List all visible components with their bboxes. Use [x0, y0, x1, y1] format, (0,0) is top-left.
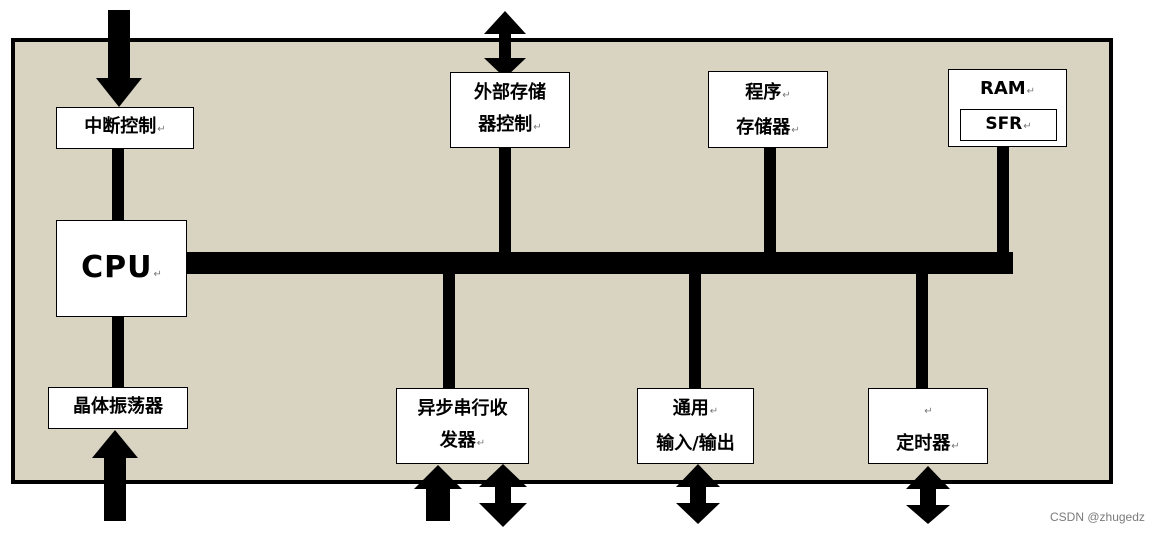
program-memory-block: 程序↵ 存储器↵	[708, 71, 828, 148]
interrupt-cpu-connector	[112, 148, 124, 220]
ext-mem-bidirectional-arrow	[484, 11, 526, 78]
uart-bidirectional-arrow	[479, 464, 527, 527]
paragraph-mark: ↵	[153, 269, 162, 280]
gpio-line-1: 通用	[672, 398, 709, 419]
paragraph-mark: ↵	[157, 124, 166, 135]
gpio-bidirectional-arrow	[676, 464, 720, 524]
oscillator-block: 晶体振荡器	[48, 387, 188, 429]
uart-bus-connector	[443, 272, 455, 390]
sfr-label: SFR	[985, 114, 1023, 134]
paragraph-mark: ↵	[1023, 121, 1032, 132]
paragraph-mark: ↵	[951, 441, 960, 452]
ext-mem-bus-connector	[499, 146, 511, 254]
gpio-block: 通用↵ 输入/输出	[637, 388, 754, 464]
program-memory-line-1: 程序	[745, 82, 782, 103]
ext-mem-control-block: 外部存储 器控制↵	[450, 72, 570, 148]
uart-line-2: 发器	[439, 430, 476, 451]
paragraph-mark: ↵	[782, 90, 791, 101]
program-memory-bus-connector	[764, 148, 776, 254]
paragraph-mark: ↵	[924, 406, 933, 417]
paragraph-mark: ↵	[709, 406, 719, 417]
main-bus	[185, 252, 1013, 274]
ext-mem-control-line-2: 器控制	[478, 114, 533, 135]
ram-label: RAM	[979, 78, 1026, 99]
cpu-block: CPU↵	[56, 220, 187, 317]
uart-input-arrow	[414, 465, 462, 521]
paragraph-mark: ↵	[476, 438, 486, 449]
cpu-label: CPU	[81, 250, 153, 285]
uart-block: 异步串行收 发器↵	[396, 388, 529, 464]
interrupt-input-arrow	[96, 10, 142, 107]
program-memory-line-2: 存储器	[736, 117, 791, 138]
ram-bus-connector	[997, 146, 1009, 254]
timer-block: ↵ 定时器↵	[868, 388, 988, 464]
oscillator-label: 晶体振荡器	[73, 396, 163, 417]
timer-line-2: 定时器	[896, 433, 951, 454]
oscillator-input-arrow	[92, 430, 138, 521]
timer-bus-connector	[916, 272, 928, 390]
uart-line-1: 异步串行收	[417, 398, 508, 419]
ext-mem-control-line-1: 外部存储	[474, 82, 546, 103]
gpio-line-2: 输入/输出	[656, 433, 735, 454]
paragraph-mark: ↵	[791, 125, 800, 136]
paragraph-mark: ↵	[533, 122, 542, 133]
timer-bidirectional-arrow	[906, 466, 950, 524]
watermark: CSDN @zhugedz	[1050, 510, 1145, 524]
gpio-bus-connector	[689, 272, 701, 390]
paragraph-mark: ↵	[1026, 86, 1036, 97]
cpu-oscillator-connector	[112, 316, 124, 388]
sfr-block: SFR↵	[960, 109, 1057, 141]
interrupt-control-block: 中断控制↵	[56, 107, 194, 149]
interrupt-control-label: 中断控制	[84, 116, 157, 137]
